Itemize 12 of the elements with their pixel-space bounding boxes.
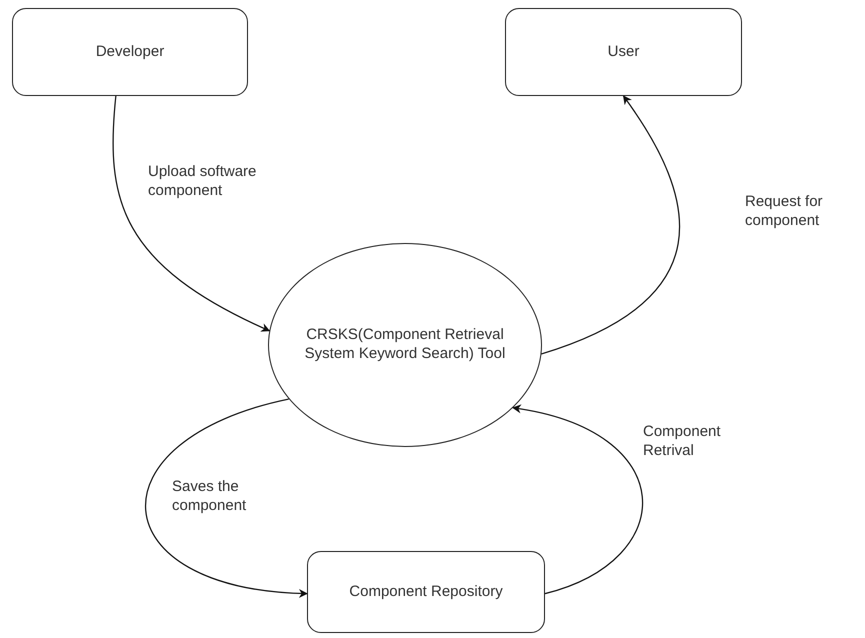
flow-arrow bbox=[512, 404, 643, 594]
flow-arrow bbox=[145, 398, 308, 598]
process-circle bbox=[268, 243, 542, 447]
flow-arrow bbox=[112, 96, 270, 332]
node-label: User bbox=[608, 42, 640, 62]
entity-box bbox=[307, 551, 545, 633]
node-label: CRSKS(Component Retrieval System Keyword Search) Tool bbox=[304, 326, 506, 364]
entity-box bbox=[505, 8, 742, 96]
node-label: Component Repository bbox=[349, 582, 503, 602]
flow-arrow bbox=[541, 95, 680, 354]
node-label: Developer bbox=[96, 42, 164, 62]
entity-box bbox=[12, 8, 248, 96]
